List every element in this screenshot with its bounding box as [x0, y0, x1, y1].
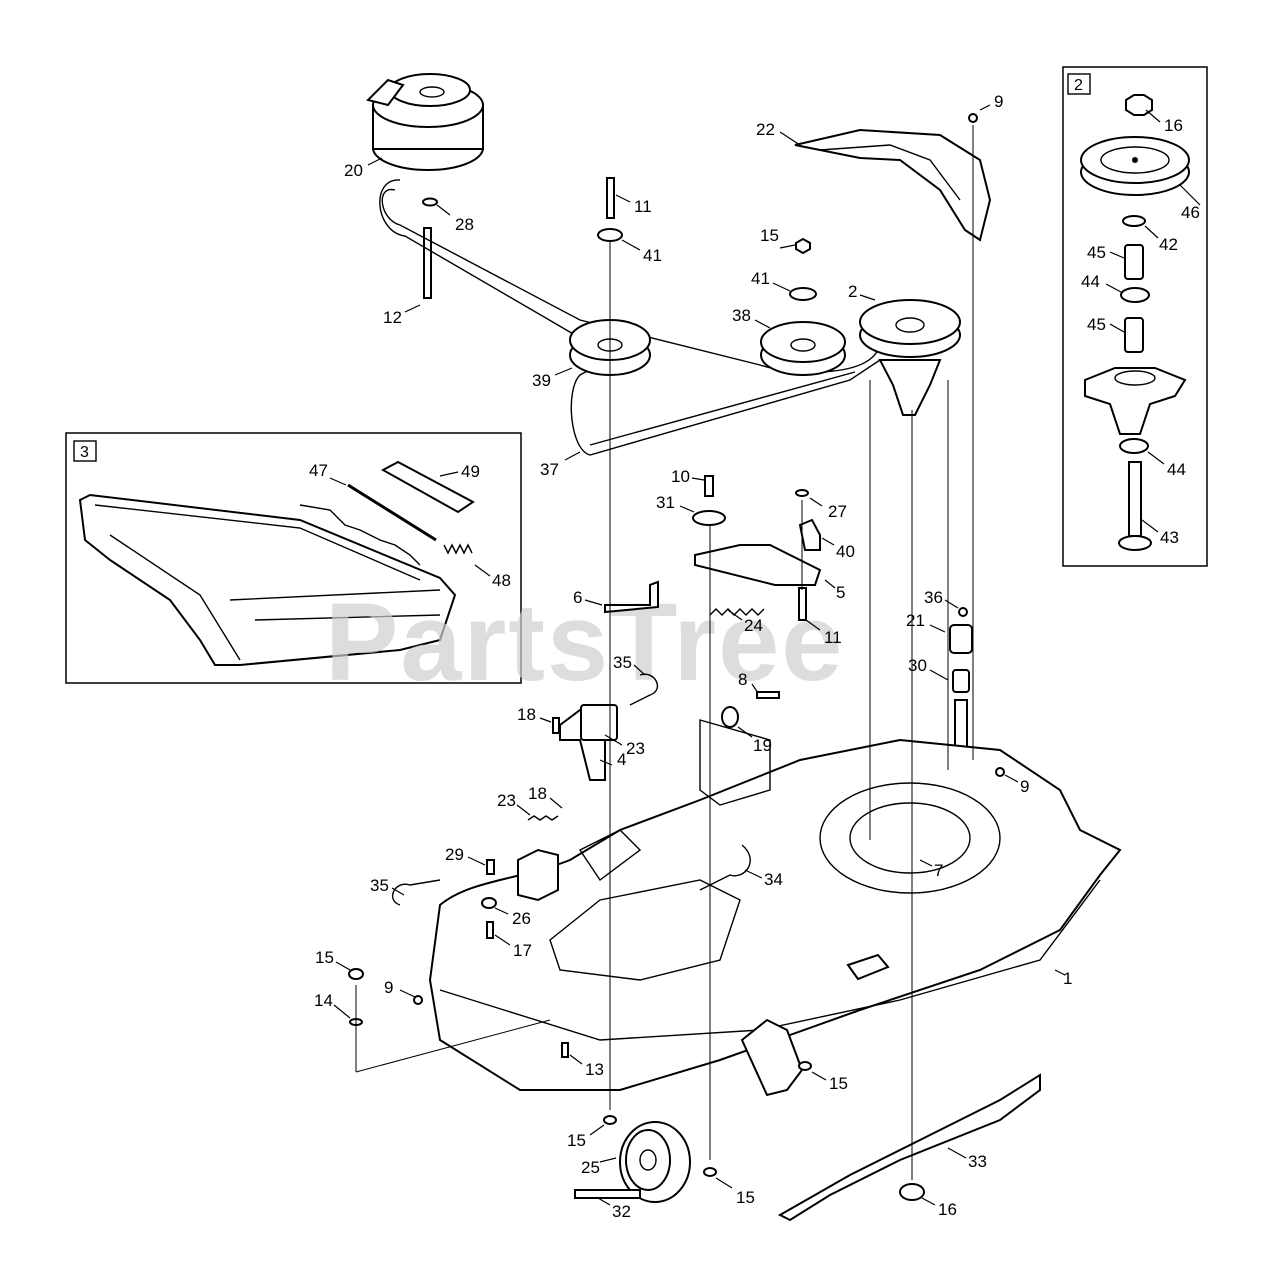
- callout-22: 22: [756, 120, 775, 139]
- callout-6: 6: [573, 588, 582, 607]
- callout-28: 28: [455, 215, 474, 234]
- callout-40: 40: [836, 542, 855, 561]
- inset-3-discharge-chute: 3 47 49 48: [65, 432, 522, 684]
- callout-18-lower: 18: [528, 784, 547, 803]
- main-assembly: [348, 73, 1122, 1222]
- callout-31: 31: [656, 493, 675, 512]
- callout-35-lower: 35: [370, 876, 389, 895]
- callout-43: 43: [1160, 528, 1179, 547]
- parts-tree-watermark: PartsTree: [325, 581, 844, 704]
- callout-23-lower: 23: [497, 791, 516, 810]
- callout-38: 38: [732, 306, 751, 325]
- inset-3-tag: 3: [80, 444, 89, 461]
- callout-49: 49: [461, 462, 480, 481]
- callout-19: 19: [753, 736, 772, 755]
- callout-20: 20: [344, 161, 363, 180]
- callout-17: 17: [513, 941, 532, 960]
- callout-26: 26: [512, 909, 531, 928]
- callout-16: 16: [938, 1200, 957, 1219]
- callout-34: 34: [764, 870, 783, 889]
- callout-15-wheel: 15: [567, 1131, 586, 1150]
- callout-25: 25: [581, 1158, 600, 1177]
- callout-36: 36: [924, 588, 943, 607]
- callout-27: 27: [828, 502, 847, 521]
- inset-2-spindle-assembly: 2 16 46 42 45 44 45: [1062, 66, 1208, 567]
- inset-2-tag: 2: [1074, 77, 1083, 94]
- callout-37: 37: [540, 460, 559, 479]
- callout-9-left: 9: [384, 978, 393, 997]
- callout-13: 13: [585, 1060, 604, 1079]
- callout-11-lower: 11: [824, 628, 842, 647]
- callout-44-lower: 44: [1167, 460, 1186, 479]
- callout-44-upper: 44: [1081, 272, 1100, 291]
- callout-41-lower: 41: [751, 269, 770, 288]
- callout-8: 8: [738, 670, 747, 689]
- callout-45-upper: 45: [1087, 243, 1106, 262]
- callout-11-top: 11: [634, 197, 652, 216]
- callout-15-top: 15: [760, 226, 779, 245]
- callout-12: 12: [383, 308, 402, 327]
- callout-15-baffle: 15: [829, 1074, 848, 1093]
- callout-7: 7: [934, 861, 943, 880]
- callout-42: 42: [1159, 235, 1178, 254]
- callout-15-bottom: 15: [736, 1188, 755, 1207]
- callout-24: 24: [744, 616, 763, 635]
- callout-9-top: 9: [994, 92, 1003, 111]
- callout-47: 47: [309, 461, 328, 480]
- callout-5: 5: [836, 583, 845, 602]
- callout-35-upper: 35: [613, 653, 632, 672]
- alignment-lines: [355, 125, 974, 1180]
- callout-2: 2: [848, 282, 857, 301]
- callout-48: 48: [492, 571, 511, 590]
- callout-45-lower: 45: [1087, 315, 1106, 334]
- callout-23-upper: 23: [626, 739, 645, 758]
- callout-15-left: 15: [315, 948, 334, 967]
- callouts: 1 2 4 5 6 7 8 9 9 9 10 11 11 12 13 14 15…: [314, 92, 1072, 1221]
- callout-33: 33: [968, 1152, 987, 1171]
- callout-18-upper: 18: [517, 705, 536, 724]
- callout-41-upper: 41: [643, 246, 662, 265]
- callout-29: 29: [445, 845, 464, 864]
- callout-4: 4: [617, 750, 626, 769]
- callout-32: 32: [612, 1202, 631, 1221]
- callout-10: 10: [671, 467, 690, 486]
- callout-30: 30: [908, 656, 927, 675]
- callout-1: 1: [1063, 969, 1072, 988]
- callout-39: 39: [532, 371, 551, 390]
- callout-9-right: 9: [1020, 777, 1029, 796]
- callout-14: 14: [314, 991, 333, 1010]
- callout-21: 21: [906, 611, 925, 630]
- callout-16-inset: 16: [1164, 116, 1183, 135]
- callout-46: 46: [1181, 203, 1200, 222]
